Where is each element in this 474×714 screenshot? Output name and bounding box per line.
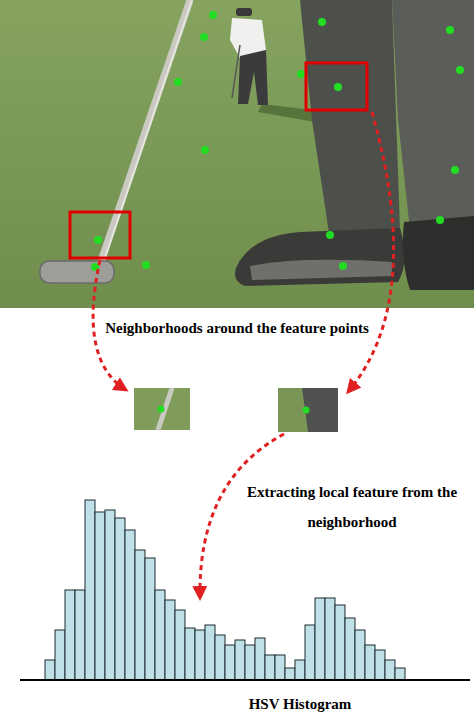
golfer xyxy=(230,8,268,105)
axis-line xyxy=(20,679,470,681)
histogram-bar xyxy=(275,655,285,680)
histogram-bar xyxy=(325,598,335,680)
club-shaft xyxy=(100,0,190,264)
histogram-bar xyxy=(385,660,395,680)
histogram-bar xyxy=(295,660,305,680)
histogram-bar xyxy=(125,530,135,680)
histogram-bar xyxy=(145,558,155,680)
putter-head xyxy=(40,261,114,283)
histogram-bar xyxy=(305,625,315,680)
legs xyxy=(235,0,474,290)
histogram-bar xyxy=(115,518,125,680)
feature-points xyxy=(91,11,464,271)
histogram-bar xyxy=(345,618,355,680)
histogram-bar xyxy=(395,668,405,680)
histogram-bar xyxy=(165,600,175,680)
histogram-bar xyxy=(95,512,105,680)
histogram-bar xyxy=(195,630,205,680)
histogram-bar xyxy=(285,668,295,680)
histogram-bar xyxy=(335,605,345,680)
histogram-bar xyxy=(65,590,75,680)
histogram-bar xyxy=(375,650,385,680)
histogram-bar xyxy=(75,590,85,680)
histogram-bar xyxy=(225,645,235,680)
histogram-bar xyxy=(315,598,325,680)
histogram-bar xyxy=(55,630,65,680)
histogram-bar xyxy=(355,630,365,680)
patch xyxy=(278,388,338,432)
patch xyxy=(134,388,190,430)
histogram-bar xyxy=(175,610,185,680)
histogram-bar xyxy=(85,500,95,680)
histogram-bar xyxy=(235,640,245,680)
histogram-bar xyxy=(205,625,215,680)
annotation: Neighborhoods around the feature points xyxy=(92,317,382,339)
histogram-bar xyxy=(45,660,55,680)
grass xyxy=(0,0,474,308)
neighborhood-box xyxy=(70,212,130,258)
histogram-bar xyxy=(365,645,375,680)
histogram-bar xyxy=(265,655,275,680)
histogram-bar xyxy=(155,590,165,680)
axis-label: HSV Histogram xyxy=(230,694,370,714)
histogram-bar xyxy=(245,645,255,680)
histogram-bar xyxy=(105,510,115,680)
histogram-bar xyxy=(255,638,265,680)
photo xyxy=(0,0,474,308)
annotation: Extracting local feature from the neighb… xyxy=(238,477,466,537)
histogram-bar xyxy=(185,628,195,680)
neighborhood-box xyxy=(306,63,367,110)
histogram-bar xyxy=(215,635,225,680)
club-shaft-highlight xyxy=(103,0,192,264)
histogram-bar xyxy=(135,550,145,680)
